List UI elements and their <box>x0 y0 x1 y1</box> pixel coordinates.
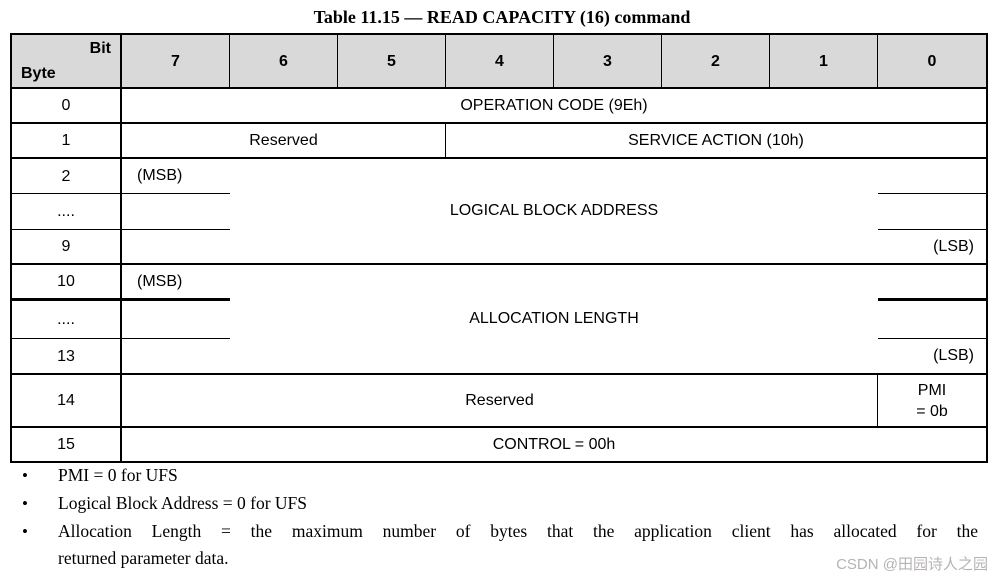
pmi-line-2: = 0b <box>916 402 948 420</box>
note-allocation-length: • Allocation Length = the maximum number… <box>12 518 978 572</box>
notes-list: • PMI = 0 for UFS • Logical Block Addres… <box>12 462 978 573</box>
bullet-icon: • <box>22 522 28 541</box>
byte-0-label: 0 <box>12 89 122 124</box>
byte-15-label: 15 <box>12 428 122 461</box>
note-alloc-line-1: Allocation Length = the maximum number o… <box>58 521 978 541</box>
bit-column-header-7: 7 <box>122 35 230 89</box>
note-pmi-text: PMI = 0 for UFS <box>58 465 178 485</box>
service-action-cell: SERVICE ACTION (10h) <box>446 124 986 159</box>
bit-header-label: Bit <box>89 40 111 57</box>
logical-block-address-field: (MSB) (LSB) LOGICAL BLOCK ADDRESS <box>122 159 986 265</box>
lba-msb-label: (MSB) <box>122 159 230 194</box>
byte-14-label: 14 <box>12 375 122 428</box>
corner-header-cell: Bit Byte <box>12 35 122 89</box>
operation-code-cell: OPERATION CODE (9Eh) <box>122 89 986 124</box>
byte-2-label: 2 <box>12 159 122 194</box>
byte-14-reserved-cell: Reserved <box>122 375 878 428</box>
alloc-top-right-cell <box>878 265 986 301</box>
lba-top-right-cell <box>878 159 986 194</box>
bit-column-header-0: 0 <box>878 35 986 89</box>
alloc-mid-left-cell <box>122 301 230 339</box>
read-capacity-16-table: Bit Byte 7 6 5 4 3 2 1 0 0 OPERATION COD… <box>10 33 988 463</box>
note-pmi: • PMI = 0 for UFS <box>12 462 978 489</box>
byte-13-label: 13 <box>12 339 122 375</box>
allocation-length-field: (MSB) (LSB) ALLOCATION LENGTH <box>122 265 986 375</box>
lba-lsb-label: (LSB) <box>933 237 974 255</box>
byte-10-label: 10 <box>12 265 122 301</box>
pmi-line-1: PMI <box>917 381 947 399</box>
bullet-icon: • <box>22 494 28 513</box>
alloc-field-name: ALLOCATION LENGTH <box>469 310 639 327</box>
bit-column-header-1: 1 <box>770 35 878 89</box>
lba-mid-right-cell <box>878 194 986 230</box>
byte-2-9-dots-label: .... <box>12 194 122 230</box>
bit-column-header-2: 2 <box>662 35 770 89</box>
bit-column-header-3: 3 <box>554 35 662 89</box>
bit-column-header-5: 5 <box>338 35 446 89</box>
bit-column-header-6: 6 <box>230 35 338 89</box>
byte-1-label: 1 <box>12 124 122 159</box>
table-caption: Table 11.15 — READ CAPACITY (16) command <box>313 7 691 27</box>
note-lba: • Logical Block Address = 0 for UFS <box>12 490 978 517</box>
lba-mid-left-cell <box>122 194 230 230</box>
byte-9-label: 9 <box>12 230 122 265</box>
bullet-icon: • <box>22 466 28 485</box>
byte-1-reserved-cell: Reserved <box>122 124 446 159</box>
csdn-watermark: CSDN @田园诗人之园 <box>836 556 988 573</box>
alloc-msb-label: (MSB) <box>122 265 230 301</box>
alloc-mid-right-cell <box>878 301 986 339</box>
alloc-lsb-label: (LSB) <box>933 347 974 364</box>
pmi-cell: PMI = 0b <box>878 375 986 428</box>
note-alloc-line-2: returned parameter data. <box>58 548 229 568</box>
byte-10-13-dots-label: .... <box>12 301 122 339</box>
bit-column-header-4: 4 <box>446 35 554 89</box>
note-lba-text: Logical Block Address = 0 for UFS <box>58 493 308 513</box>
byte-header-label: Byte <box>21 65 56 82</box>
lba-field-name: LOGICAL BLOCK ADDRESS <box>449 202 659 219</box>
control-cell: CONTROL = 00h <box>492 436 616 453</box>
